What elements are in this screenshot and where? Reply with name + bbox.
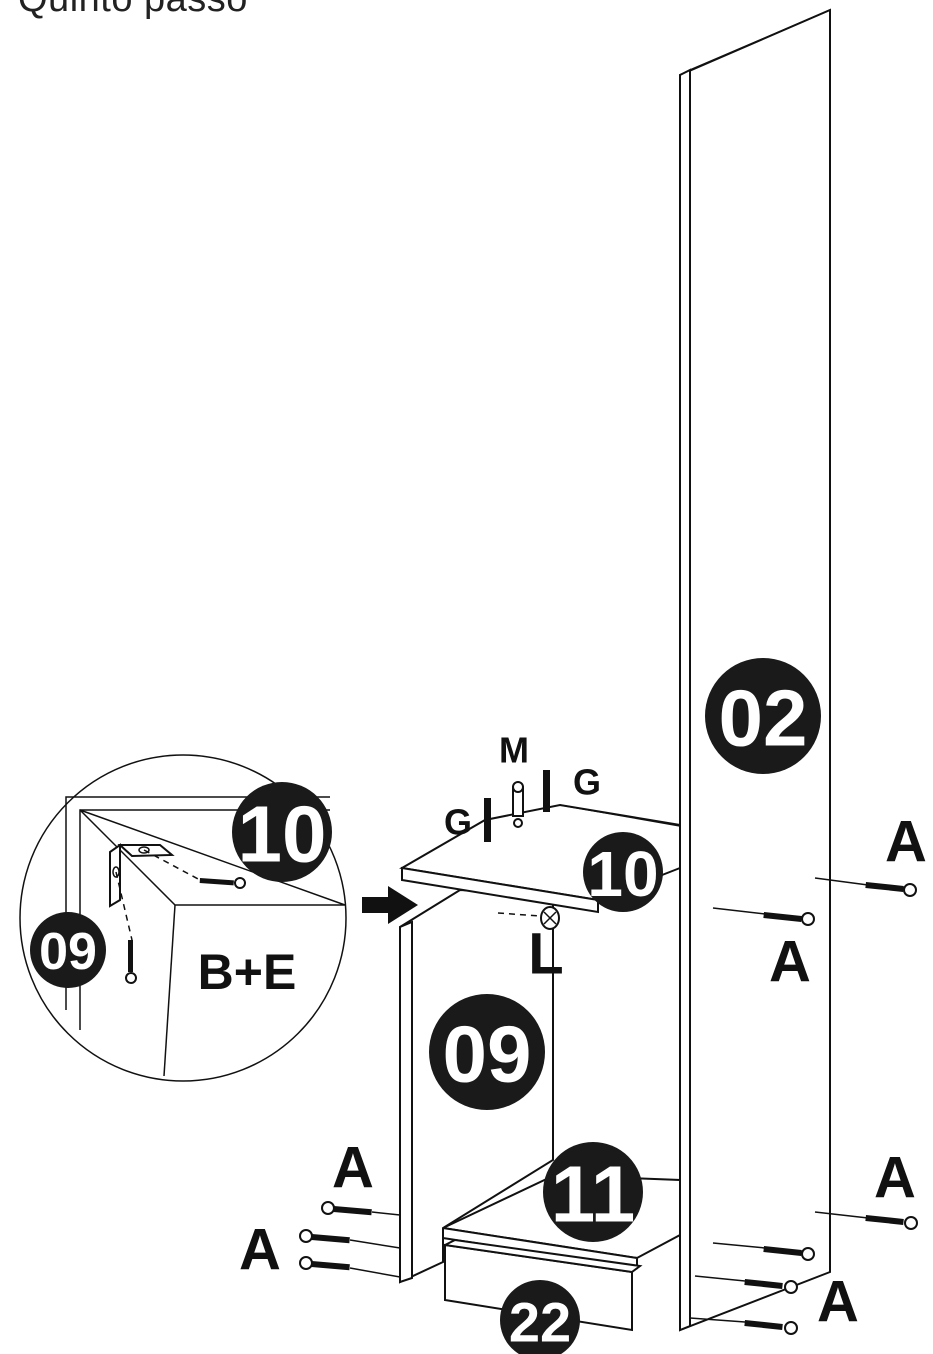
step-title: Quinto passo <box>18 0 248 21</box>
badge-02: 02 <box>705 658 821 774</box>
label-a-right-bottom: A <box>817 1270 859 1335</box>
screws-a-left <box>299 1201 401 1278</box>
corner-bracket-icon <box>109 843 175 908</box>
screws-a-right-lower <box>689 1211 918 1335</box>
label-m: M <box>499 730 529 771</box>
cam-lock-l <box>497 906 560 930</box>
label-g-right: G <box>573 762 601 803</box>
arrow-icon <box>362 886 418 924</box>
label-a-left-bottom: A <box>239 1218 281 1283</box>
svg-text:09: 09 <box>443 1010 532 1099</box>
badge-22: 22 <box>500 1280 580 1354</box>
svg-text:11: 11 <box>551 1150 636 1239</box>
screw-e-icon <box>115 871 137 984</box>
badge-09-detail: 09 <box>30 912 106 988</box>
dowel-left-g <box>484 798 491 842</box>
screws-a-right-upper <box>712 877 917 926</box>
dowel-right-g <box>543 770 550 812</box>
svg-text:09: 09 <box>39 923 97 981</box>
badge-10-detail: 10 <box>232 782 332 882</box>
badge-10: 10 <box>583 832 663 912</box>
svg-text:10: 10 <box>587 838 658 910</box>
screw-b-icon <box>143 849 246 889</box>
label-g-left: G <box>444 802 472 843</box>
svg-text:22: 22 <box>509 1291 571 1354</box>
label-a-right-mid: A <box>769 930 811 995</box>
label-b-plus-e: B+E <box>198 944 297 1000</box>
label-a-right-top: A <box>885 810 927 875</box>
label-a-left-top: A <box>332 1136 374 1201</box>
svg-text:10: 10 <box>238 790 327 879</box>
svg-text:02: 02 <box>719 674 808 763</box>
cam-bolt-m <box>512 781 524 828</box>
label-a-right-lower: A <box>874 1146 916 1211</box>
label-l: L <box>528 922 563 987</box>
badge-11: 11 <box>543 1142 643 1242</box>
badge-09: 09 <box>429 994 545 1110</box>
